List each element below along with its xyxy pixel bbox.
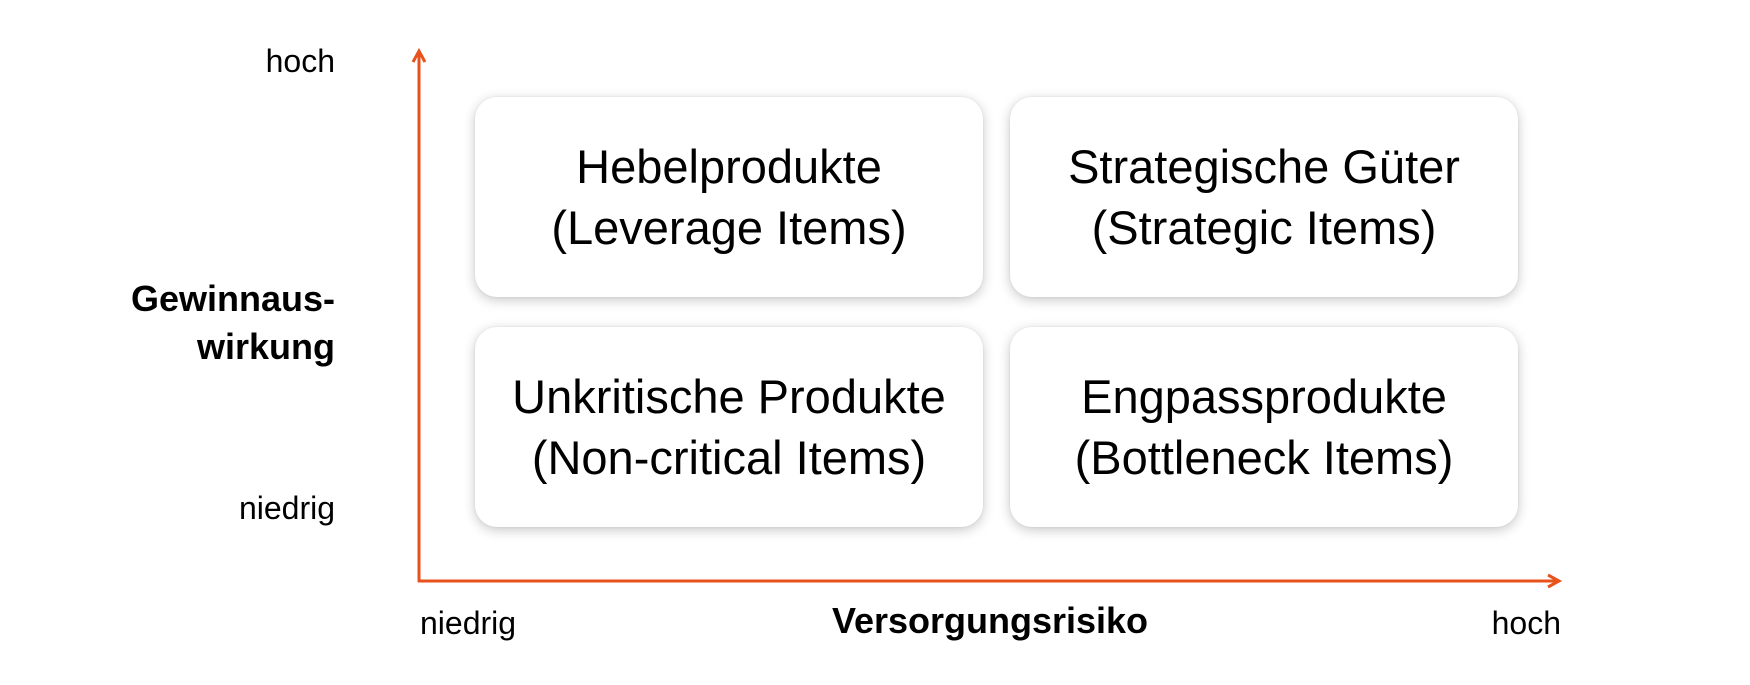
x-axis-arrowhead bbox=[1547, 573, 1563, 589]
x-axis-title: Versorgungsrisiko bbox=[831, 600, 1149, 641]
quadrant-title-de: Engpassprodukte bbox=[1081, 370, 1447, 423]
quadrant-leverage-items: Hebelprodukte (Leverage Items) bbox=[475, 97, 983, 297]
quadrant-title-de: Unkritische Produkte bbox=[512, 370, 946, 423]
quadrant-title-en: (Bottleneck Items) bbox=[1074, 431, 1454, 484]
quadrant-strategic-items: Strategische Güter (Strategic Items) bbox=[1010, 97, 1518, 297]
y-axis-title: Gewinnaus- wirkung bbox=[131, 275, 335, 371]
x-axis-high-label: hoch bbox=[1491, 605, 1561, 641]
y-axis-title-line1: Gewinnaus- bbox=[130, 278, 335, 319]
quadrant-title-de: Strategische Güter bbox=[1068, 140, 1460, 193]
x-axis-low-label: niedrig bbox=[420, 605, 517, 641]
quadrant-title-en: (Leverage Items) bbox=[551, 201, 907, 254]
y-axis-low-label: niedrig bbox=[238, 490, 335, 526]
quadrant-title-de: Hebelprodukte bbox=[576, 140, 882, 193]
y-axis-high-label: hoch bbox=[265, 43, 335, 79]
quadrant-title-en: (Non-critical Items) bbox=[531, 431, 927, 484]
quadrant-title-en: (Strategic Items) bbox=[1091, 201, 1437, 254]
quadrant-non-critical-items: Unkritische Produkte (Non-critical Items… bbox=[475, 327, 983, 527]
quadrant-bottleneck-items: Engpassprodukte (Bottleneck Items) bbox=[1010, 327, 1518, 527]
y-axis-title-line2: wirkung bbox=[196, 326, 335, 367]
y-axis-arrowhead bbox=[411, 47, 427, 63]
